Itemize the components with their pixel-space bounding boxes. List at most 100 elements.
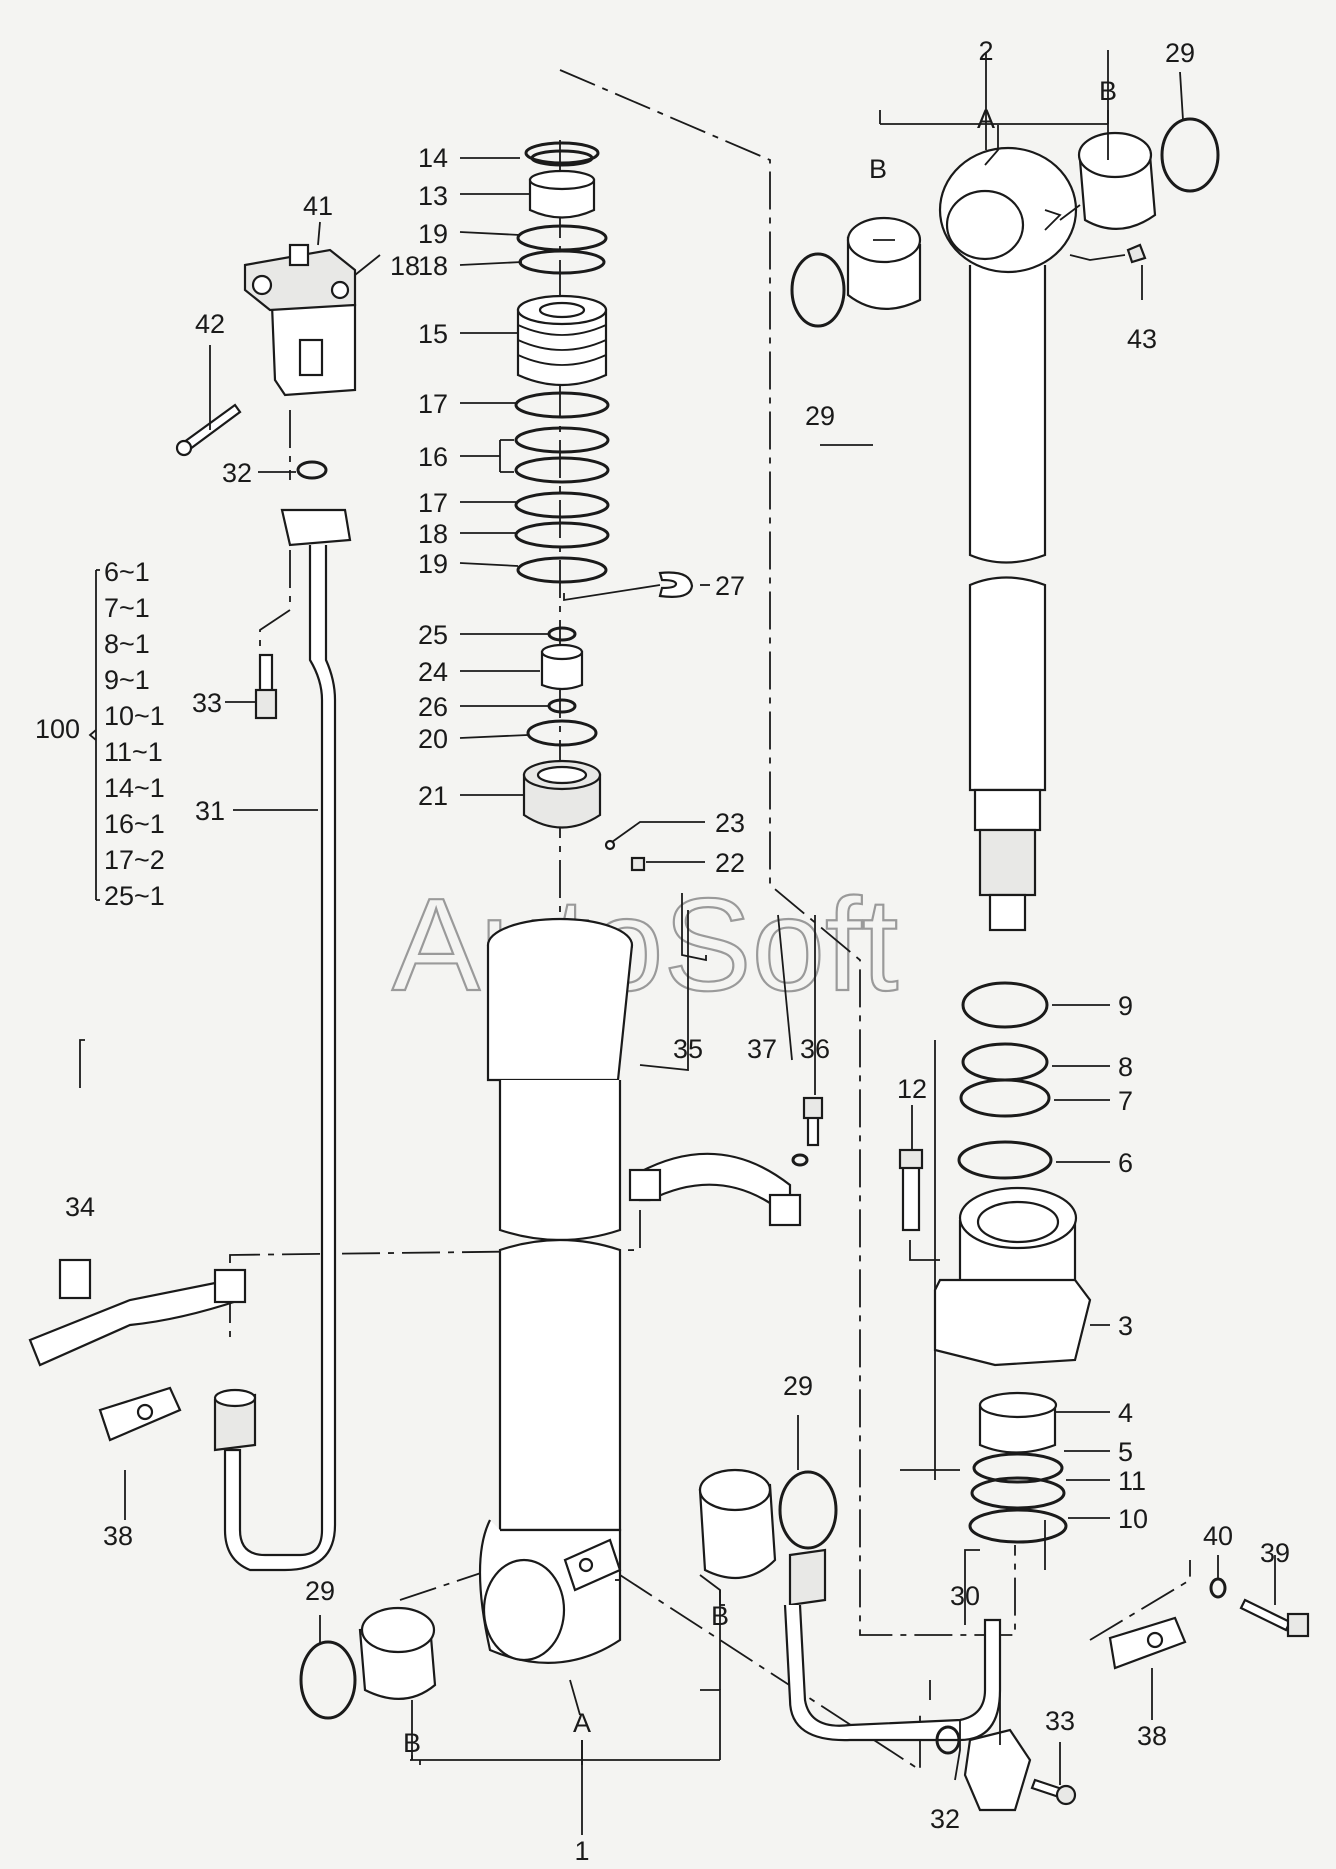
label-20: 20 — [418, 724, 448, 754]
valve-41 — [243, 243, 357, 397]
ring-6 — [957, 1140, 1053, 1180]
label-38-left: 38 — [103, 1521, 133, 1551]
rod-cover-3 — [933, 1186, 1092, 1367]
label-21: 21 — [418, 781, 448, 811]
ring-32-valve — [296, 460, 328, 480]
label-40: 40 — [1203, 1521, 1233, 1551]
ring-19-lower — [516, 556, 608, 584]
label-b-tube-right: B — [711, 1601, 729, 1631]
seal-14 — [524, 141, 600, 167]
label-29-rod-right: 29 — [1165, 38, 1195, 68]
kit-item: 25~1 — [104, 881, 165, 911]
ring-16-a — [514, 426, 610, 454]
wear-ring-13 — [528, 169, 596, 219]
label-18-upper: 18 — [418, 251, 448, 281]
bushing-b-tube-left — [358, 1606, 437, 1700]
ring-19-upper — [516, 224, 608, 252]
grease-fitting-43 — [1126, 243, 1147, 264]
label-15: 15 — [418, 319, 448, 349]
label-33-upper: 33 — [192, 688, 222, 718]
label-6: 6 — [1118, 1148, 1133, 1178]
nut-21 — [522, 759, 602, 829]
label-36: 36 — [800, 1034, 830, 1064]
ring-7 — [959, 1078, 1051, 1118]
washer-40 — [1209, 1577, 1227, 1599]
kit-item: 14~1 — [104, 773, 165, 803]
ring-17-lower — [514, 491, 610, 519]
bushing-b-rod-left — [846, 216, 922, 310]
ring-18-upper — [518, 249, 606, 275]
label-5: 5 — [1118, 1437, 1133, 1467]
kit-item: 10~1 — [104, 701, 165, 731]
label-24: 24 — [418, 657, 448, 687]
label-39: 39 — [1260, 1538, 1290, 1568]
cylinder-tube-1 — [478, 917, 634, 1664]
ring-10 — [968, 1508, 1068, 1544]
label-7: 7 — [1118, 1086, 1133, 1116]
label-29-tube-left: 29 — [305, 1576, 335, 1606]
label-13: 13 — [418, 181, 448, 211]
ring-29-tube-right — [778, 1470, 838, 1550]
ring-29-tube-left — [299, 1640, 357, 1720]
label-1: 1 — [574, 1836, 589, 1866]
bolt-33-lower — [1030, 1778, 1077, 1806]
label-9: 9 — [1118, 991, 1133, 1021]
label-2: 2 — [978, 36, 993, 66]
label-31: 31 — [195, 796, 225, 826]
bushing-b-tube-right — [698, 1468, 777, 1580]
label-10: 10 — [1118, 1504, 1148, 1534]
label-4: 4 — [1118, 1398, 1133, 1428]
label-b-tube-left: B — [403, 1728, 421, 1758]
ring-16-b — [514, 456, 610, 484]
pipe-30 — [783, 1548, 1032, 1812]
kit-item: 7~1 — [104, 593, 150, 623]
label-a-tube: A — [573, 1708, 591, 1738]
label-17-upper: 17 — [418, 389, 448, 419]
label-38-right: 38 — [1137, 1721, 1167, 1751]
bracket-38-right — [1108, 1616, 1187, 1670]
kit-item: 11~1 — [104, 737, 163, 767]
label-42: 42 — [195, 309, 225, 339]
label-18-valve: 18 — [390, 251, 420, 281]
ring-18-lower — [514, 521, 610, 549]
label-16: 16 — [418, 442, 448, 472]
ring-8 — [961, 1042, 1049, 1082]
ring-26 — [547, 698, 577, 714]
bracket-38-left — [98, 1386, 182, 1442]
label-3: 3 — [1118, 1311, 1133, 1341]
flange-pipe-31 — [223, 508, 352, 1572]
ring-11 — [970, 1476, 1066, 1510]
label-43: 43 — [1127, 324, 1157, 354]
assembly-line-pipe31 — [399, 1559, 521, 1601]
bolt-42 — [175, 403, 242, 457]
ring-32-pipe — [935, 1725, 961, 1755]
label-33-lower: 33 — [1045, 1706, 1075, 1736]
label-18-lower: 18 — [418, 519, 448, 549]
seal-9 — [961, 981, 1049, 1029]
label-25: 25 — [418, 620, 448, 650]
kit-item: 6~1 — [104, 557, 150, 587]
kit-item: 8~1 — [104, 629, 150, 659]
ring-20 — [526, 719, 598, 747]
label-29-rod-left: 29 — [805, 401, 835, 431]
assembly-line-valve — [259, 410, 291, 680]
label-34: 34 — [65, 1192, 95, 1222]
kit-item: 17~2 — [104, 845, 165, 875]
bolt-33-upper — [254, 653, 278, 720]
bush-24 — [540, 643, 584, 691]
label-11: 11 — [1118, 1466, 1146, 1496]
label-14: 14 — [418, 143, 448, 173]
ring-25 — [547, 626, 577, 642]
piston-rod-2 — [938, 146, 1078, 932]
screw-22 — [630, 856, 646, 872]
bushing-b-rod-right — [1077, 131, 1157, 230]
band-34 — [28, 1258, 247, 1367]
label-29-tube-right: 29 — [783, 1371, 813, 1401]
label-8: 8 — [1118, 1052, 1133, 1082]
bushing-4 — [978, 1391, 1058, 1454]
label-19-lower: 19 — [418, 549, 448, 579]
band-35 — [628, 1152, 802, 1227]
ring-5 — [972, 1452, 1064, 1484]
